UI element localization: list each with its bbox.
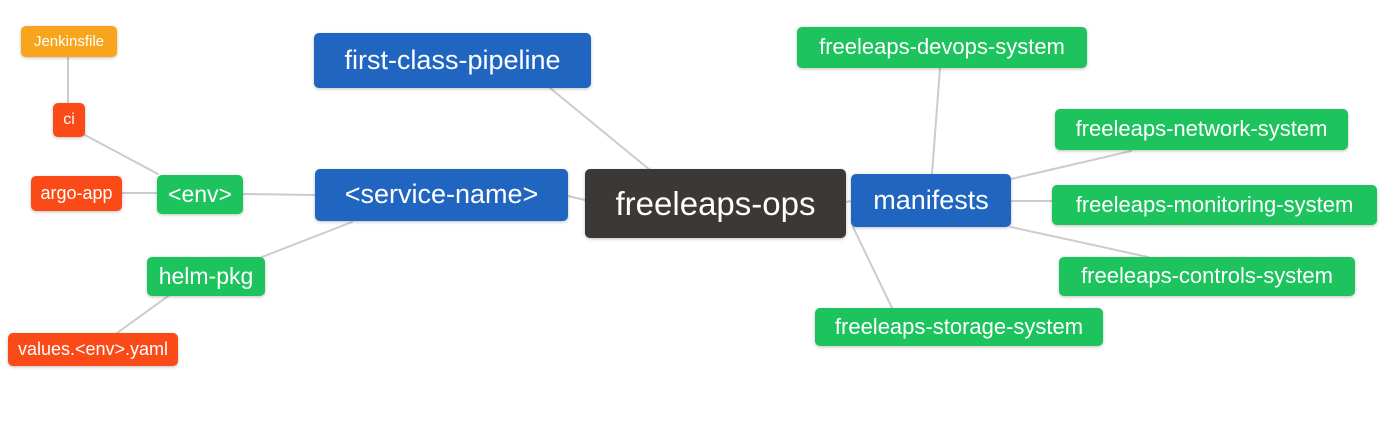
node-label: freeleaps-network-system bbox=[1075, 116, 1328, 141]
edge-first-class-pipeline-to-freeleaps-ops bbox=[549, 87, 651, 171]
node-freeleaps-controls-system[interactable]: freeleaps-controls-system bbox=[1059, 257, 1355, 296]
node-label: first-class-pipeline bbox=[344, 44, 561, 75]
edge-ci-to-env bbox=[82, 133, 159, 175]
node-freeleaps-storage-system[interactable]: freeleaps-storage-system bbox=[815, 308, 1103, 346]
node-label: freeleaps-ops bbox=[615, 184, 816, 222]
node-env[interactable]: <env> bbox=[157, 175, 243, 214]
node-freeleaps-monitoring-system[interactable]: freeleaps-monitoring-system bbox=[1052, 185, 1377, 225]
node-manifests[interactable]: manifests bbox=[851, 174, 1011, 227]
node-freeleaps-network-system[interactable]: freeleaps-network-system bbox=[1055, 109, 1348, 150]
node-ci[interactable]: ci bbox=[53, 103, 85, 137]
edge-manifests-to-freeleaps-storage-system bbox=[852, 226, 893, 309]
edge-freeleaps-devops-system-to-manifests bbox=[931, 67, 941, 175]
node-freeleaps-devops-system[interactable]: freeleaps-devops-system bbox=[797, 27, 1087, 68]
edge-values-env-yaml-to-helm-pkg bbox=[116, 293, 172, 334]
node-first-class-pipeline[interactable]: first-class-pipeline bbox=[314, 33, 591, 88]
node-freeleaps-ops[interactable]: freeleaps-ops bbox=[585, 169, 846, 238]
node-label: <service-name> bbox=[344, 179, 539, 209]
node-label: <env> bbox=[168, 180, 232, 207]
node-label: ci bbox=[63, 110, 75, 128]
node-label: freeleaps-monitoring-system bbox=[1075, 191, 1354, 217]
node-label: Jenkinsfile bbox=[33, 32, 105, 50]
node-helm-pkg[interactable]: helm-pkg bbox=[147, 257, 265, 296]
edge-service-name-to-freeleaps-ops bbox=[567, 195, 586, 201]
node-jenkinsfile[interactable]: Jenkinsfile bbox=[21, 26, 117, 57]
edge-manifests-to-freeleaps-controls-system bbox=[1010, 226, 1149, 258]
node-label: freeleaps-storage-system bbox=[834, 313, 1084, 339]
node-label: manifests bbox=[873, 184, 989, 215]
edge-manifests-to-freeleaps-network-system bbox=[1010, 150, 1132, 180]
edge-helm-pkg-to-service-name bbox=[261, 221, 353, 258]
node-service-name[interactable]: <service-name> bbox=[315, 169, 568, 221]
node-label: freeleaps-controls-system bbox=[1081, 263, 1333, 288]
node-argo-app[interactable]: argo-app bbox=[31, 176, 122, 211]
node-label: values.<env>.yaml bbox=[17, 339, 169, 359]
edge-freeleaps-ops-to-manifests bbox=[845, 200, 852, 203]
node-label: argo-app bbox=[40, 183, 113, 203]
edge-env-to-service-name bbox=[242, 193, 316, 196]
node-label: helm-pkg bbox=[158, 262, 254, 289]
node-values-env-yaml[interactable]: values.<env>.yaml bbox=[8, 333, 178, 366]
node-label: freeleaps-devops-system bbox=[819, 34, 1065, 59]
